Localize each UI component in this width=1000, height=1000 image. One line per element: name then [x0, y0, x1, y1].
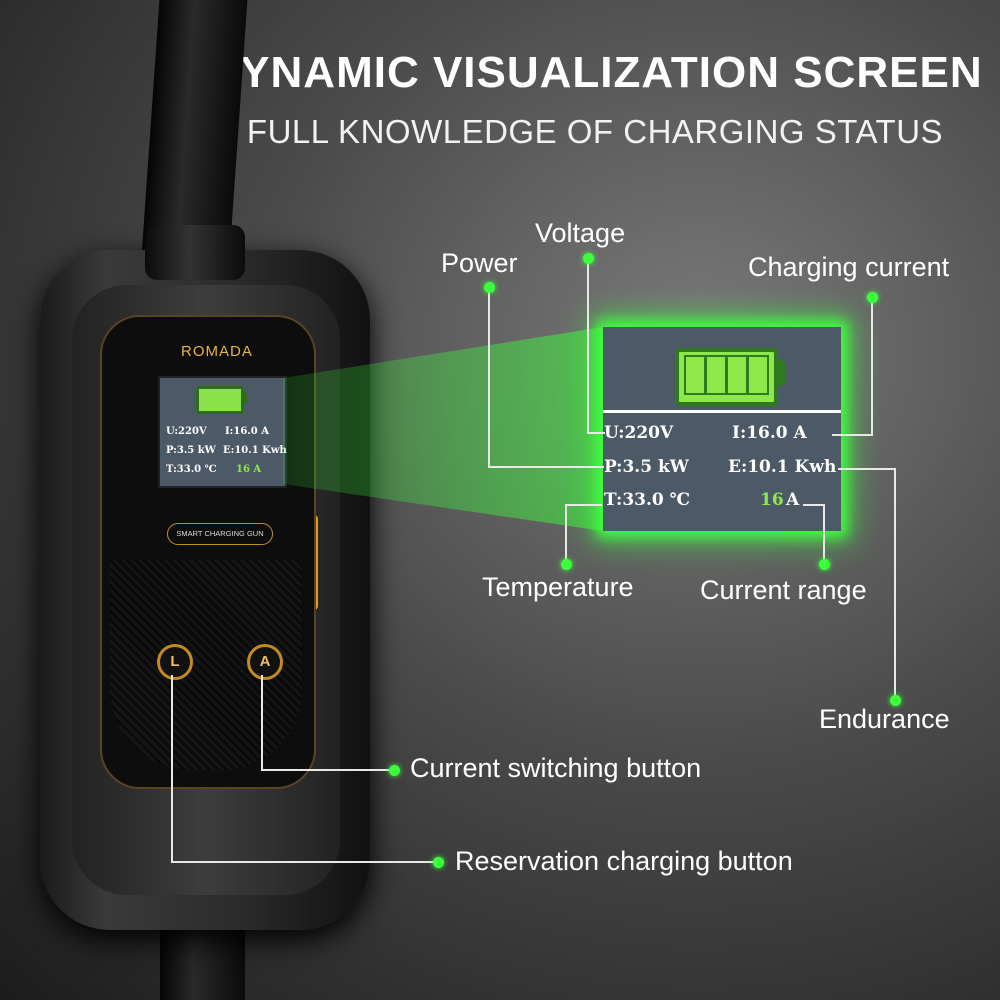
callout-dot-switch [388, 764, 400, 776]
battery-tip [243, 393, 247, 403]
callout-line-voltage [587, 257, 589, 433]
callout-line-power [488, 466, 604, 468]
headline: DYNAMIC VISUALIZATION SCREEN [207, 48, 983, 97]
display-voltage: U:220V [604, 423, 674, 443]
callout-line-switch [261, 769, 394, 771]
label-current-switching-button: Current switching button [410, 753, 702, 783]
reservation-charging-button[interactable]: L [157, 644, 193, 680]
callout-dot-range [818, 558, 830, 570]
callout-dot-voltage [582, 252, 594, 264]
mini-voltage: U:220V [166, 426, 207, 437]
callout-dot-power [483, 281, 495, 293]
callout-line-power [488, 287, 490, 467]
cable-collar [145, 225, 245, 280]
battery-cell [705, 355, 727, 395]
battery-cell [747, 355, 769, 395]
callout-line-range [803, 504, 825, 506]
display-current: I:16.0 A [732, 423, 807, 443]
callout-line-current [832, 434, 873, 436]
label-charging-current: Charging current [748, 252, 950, 282]
label-reservation-charging-button: Reservation charging button [455, 846, 793, 876]
callout-line-voltage [587, 432, 605, 434]
display-energy: E:10.1 Kwh [728, 457, 837, 477]
callout-line-switch [261, 675, 263, 771]
label-temperature: Temperature [482, 572, 634, 602]
battery-cell [726, 355, 748, 395]
callout-line-temperature [565, 504, 602, 506]
callout-line-endurance [838, 468, 896, 470]
smart-charging-gun-label: SMART CHARGING GUN [167, 523, 273, 545]
mini-temperature: T:33.0 ℃ [166, 464, 217, 475]
callout-dot-temperature [560, 558, 572, 570]
label-endurance: Endurance [819, 704, 950, 734]
display-power: P:3.5 kW [604, 457, 689, 477]
mini-power: P:3.5 kW [166, 445, 216, 456]
current-switching-button[interactable]: A [247, 644, 283, 680]
brand-logo: ROMADA [181, 343, 253, 360]
mini-energy: E:10.1 Kwh [223, 445, 287, 456]
callout-dot-current [866, 291, 878, 303]
callout-line-range [823, 504, 825, 564]
callout-dot-endurance [889, 694, 901, 706]
callout-line-reservation [171, 675, 173, 863]
display-divider [603, 410, 841, 413]
battery-cell [684, 355, 706, 395]
label-voltage: Voltage [535, 218, 626, 248]
subheadline: FULL KNOWLEDGE OF CHARGING STATUS [246, 113, 944, 150]
callout-line-endurance [894, 468, 896, 700]
enlarged-battery-tip [777, 360, 785, 386]
mini-range: 16 A [236, 464, 262, 475]
label-power: Power [441, 248, 518, 278]
display-range-unit: A [786, 490, 800, 510]
display-range-value: 16 [760, 490, 784, 510]
callout-dot-reservation [432, 856, 444, 868]
label-current-range: Current range [700, 575, 867, 605]
battery-icon [196, 386, 244, 414]
callout-line-reservation [171, 861, 437, 863]
callout-line-current [871, 297, 873, 435]
callout-line-temperature [565, 504, 567, 564]
display-temperature: T:33.0 ℃ [604, 490, 691, 510]
mini-current: I:16.0 A [225, 426, 269, 437]
